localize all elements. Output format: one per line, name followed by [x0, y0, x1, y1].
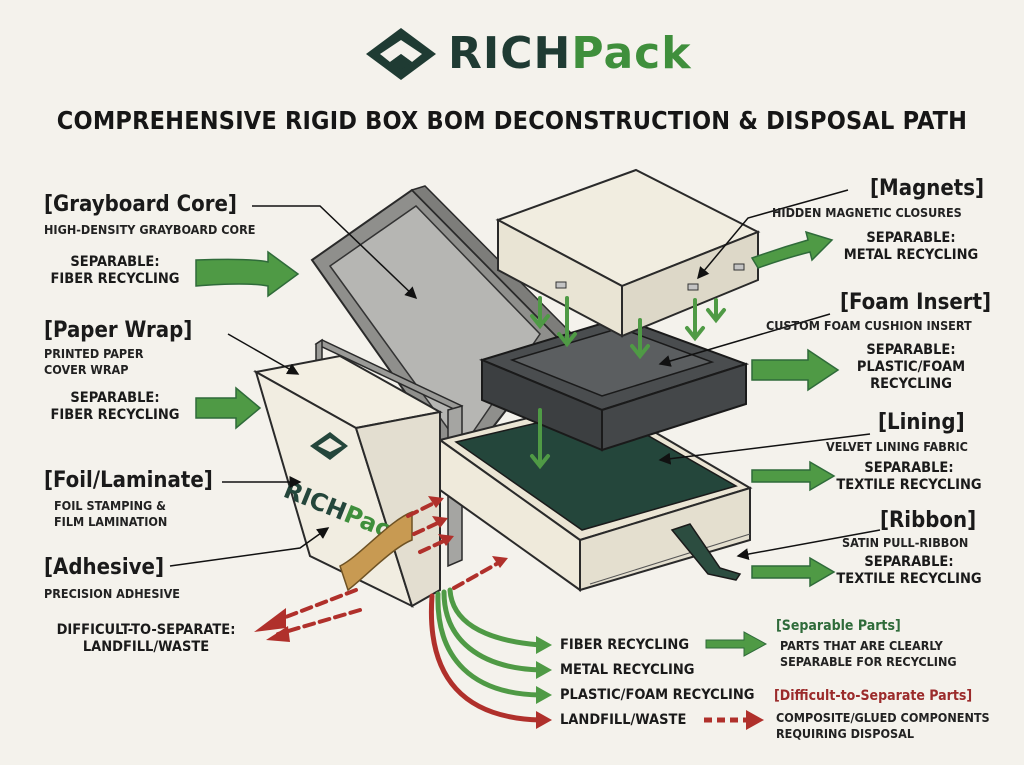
paper-wrap-path: SEPARABLE: FIBER RECYCLING	[40, 390, 190, 424]
paper-wrap-desc-line2: COVER WRAP	[44, 362, 129, 377]
grayboard-label: [Grayboard Core]	[44, 192, 237, 217]
foil-label: [Foil/Laminate]	[44, 468, 213, 493]
adhesive-desc: PRECISION ADHESIVE	[44, 586, 180, 601]
paper-wrap-desc-line1: PRINTED PAPER	[44, 346, 144, 361]
legend-separable-desc-line1: PARTS THAT ARE CLEARLY	[780, 638, 943, 653]
assembly-flow-arrows	[530, 296, 726, 470]
adhesive-label: [Adhesive]	[44, 555, 164, 580]
ribbon-path-line2: TEXTILE RECYCLING	[836, 571, 982, 587]
legend-difficult-desc: COMPOSITE/GLUED COMPONENTS REQUIRING DIS…	[776, 710, 990, 742]
foam-path-line1: SEPARABLE:	[866, 342, 956, 358]
foil-desc-line2: FILM LAMINATION	[54, 514, 168, 529]
paper-wrap-path-line2: FIBER RECYCLING	[50, 407, 180, 423]
paper-wrap-label: [Paper Wrap]	[44, 318, 193, 343]
stream-plastic: PLASTIC/FOAM RECYCLING	[560, 687, 755, 703]
magnets-desc: HIDDEN MAGNETIC CLOSURES	[772, 205, 962, 220]
ribbon-label: [Ribbon]	[880, 508, 977, 533]
lining-label: [Lining]	[878, 410, 965, 435]
magnets-path-line1: SEPARABLE:	[866, 230, 956, 246]
lining-desc: VELVET LINING FABRIC	[826, 439, 968, 454]
waste-label-line2: LANDFILL/WASTE	[82, 639, 210, 655]
ribbon-path-line1: SEPARABLE:	[864, 554, 954, 570]
foil-desc: FOIL STAMPING & FILM LAMINATION	[54, 498, 167, 530]
ribbon-path: SEPARABLE: TEXTILE RECYCLING	[834, 554, 984, 588]
paper-wrap-desc: PRINTED PAPER COVER WRAP	[44, 346, 143, 378]
stream-metal: METAL RECYCLING	[560, 662, 695, 678]
magnets-label: [Magnets]	[870, 176, 985, 201]
foil-desc-line1: FOIL STAMPING &	[54, 498, 166, 513]
legend-difficult-title: [Difficult-to-Separate Parts]	[774, 688, 973, 704]
foam-path: SEPARABLE: PLASTIC/FOAM RECYCLING	[836, 342, 986, 393]
foam-label: [Foam Insert]	[840, 290, 992, 315]
foam-path-line2: PLASTIC/FOAM	[856, 359, 966, 375]
legend-separable-desc-line2: SEPARABLE FOR RECYCLING	[780, 654, 957, 669]
leader-lines	[169, 189, 881, 567]
foam-insert	[479, 316, 750, 452]
grayboard-path: SEPARABLE: FIBER RECYCLING	[40, 254, 190, 288]
lining-path-line1: SEPARABLE:	[864, 460, 954, 476]
waste-arrowheads	[254, 496, 508, 642]
waste-label: DIFFICULT-TO-SEPARATE: LANDFILL/WASTE	[40, 622, 252, 656]
satin-ribbon	[670, 523, 742, 581]
foam-desc: CUSTOM FOAM CUSHION INSERT	[766, 318, 972, 333]
richpack-diamond-icon	[366, 28, 436, 80]
waste-label-line1: DIFFICULT-TO-SEPARATE:	[56, 622, 236, 638]
magnets-path-line2: METAL RECYCLING	[843, 247, 979, 263]
lining-path-line2: TEXTILE RECYCLING	[836, 477, 982, 493]
legend-separable-desc: PARTS THAT ARE CLEARLY SEPARABLE FOR REC…	[780, 638, 957, 670]
brand-wordmark: RICHPack	[448, 28, 691, 79]
brand-name-accent: Pack	[571, 28, 692, 79]
paper-wrap-path-line1: SEPARABLE:	[70, 390, 160, 406]
lining-path: SEPARABLE: TEXTILE RECYCLING	[834, 460, 984, 494]
foam-path-line3: RECYCLING	[870, 376, 952, 392]
stream-arrowheads	[536, 636, 552, 729]
legend-arrows	[704, 631, 768, 730]
legend-difficult-desc-line1: COMPOSITE/GLUED COMPONENTS	[776, 710, 990, 725]
ribbon-desc: SATIN PULL-RIBBON	[842, 535, 969, 550]
separable-arrows	[195, 230, 840, 588]
brand-logo: RICHPack	[364, 26, 690, 82]
magnets-path: SEPARABLE: METAL RECYCLING	[836, 230, 986, 264]
page-title: COMPREHENSIVE RIGID BOX BOM DECONSTRUCTI…	[56, 106, 968, 135]
grayboard-desc: HIGH-DENSITY GRAYBOARD CORE	[44, 222, 256, 237]
wrapped-box: RICHPack	[253, 354, 443, 608]
legend-separable-title: [Separable Parts]	[776, 618, 901, 634]
magnetic-lid	[495, 168, 761, 338]
grayboard-path-line2: FIBER RECYCLING	[50, 271, 180, 287]
stream-arrows	[428, 587, 543, 723]
base-box	[437, 398, 753, 592]
brand-name-main: RICH	[448, 28, 572, 79]
stream-fiber: FIBER RECYCLING	[560, 637, 690, 653]
legend-difficult-desc-line2: REQUIRING DISPOSAL	[776, 726, 914, 741]
stream-landfill: LANDFILL/WASTE	[560, 712, 687, 728]
grayboard-path-line1: SEPARABLE:	[70, 254, 160, 270]
waste-arrows	[276, 500, 502, 636]
